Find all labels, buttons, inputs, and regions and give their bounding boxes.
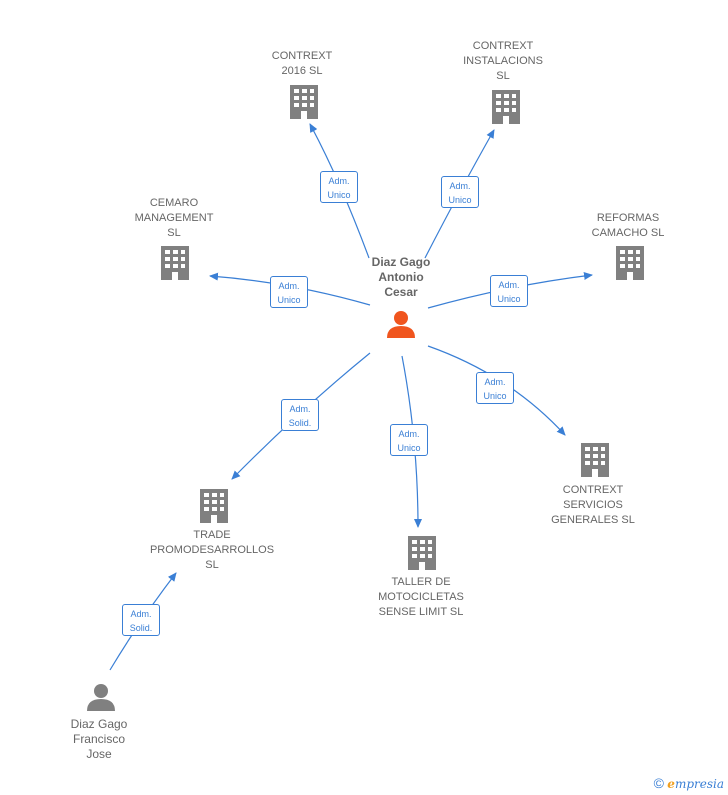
brand-logo: empresia [667,777,724,791]
company-label-cemaro[interactable]: CEMARO MANAGEMENT SL [134,197,214,239]
company-label-trade[interactable]: TRADE PROMODESARROLLOS SL [149,529,275,571]
building-icon-cemaro [161,246,189,280]
person-icon-francisco [87,684,115,711]
relation-label-francisco: Adm. Solid. [122,604,160,636]
person-icon-center [387,311,415,338]
person-label-francisco[interactable]: Diaz Gago Francisco Jose [70,717,128,761]
company-label-taller[interactable]: TALLER DE MOTOCICLETAS SENSE LIMIT SL [378,576,464,618]
company-label-contrext-instalacions[interactable]: CONTREXT INSTALACIONS SL [463,40,543,82]
relation-label-cemaro: Adm. Unico [270,276,308,308]
center-person-name[interactable]: Diaz Gago Antonio Cesar [371,255,431,299]
relation-label-reformas: Adm. Unico [490,275,528,307]
relation-label-contrext2016: Adm. Unico [320,171,358,203]
footer-brand[interactable]: © empresia [654,775,724,791]
copyright-icon: © [653,775,664,791]
relation-label-trade: Adm. Solid. [281,399,319,431]
building-icon-trade [200,489,228,523]
building-icon-reformas [616,246,644,280]
company-label-contrext2016[interactable]: CONTREXT 2016 SL [271,50,333,77]
relation-label-taller: Adm. Unico [390,424,428,456]
building-icon-contrext-instalacions [492,90,520,124]
building-icon-contrext2016 [290,85,318,119]
building-icon-contrext-servicios [581,443,609,477]
company-label-reformas[interactable]: REFORMAS CAMACHO SL [591,212,665,239]
company-label-contrext-servicios[interactable]: CONTREXT SERVICIOS GENERALES SL [551,484,635,526]
relation-label-contrext-instalacions: Adm. Unico [441,176,479,208]
building-icon-taller [408,536,436,570]
relation-label-contrext-servicios: Adm. Unico [476,372,514,404]
